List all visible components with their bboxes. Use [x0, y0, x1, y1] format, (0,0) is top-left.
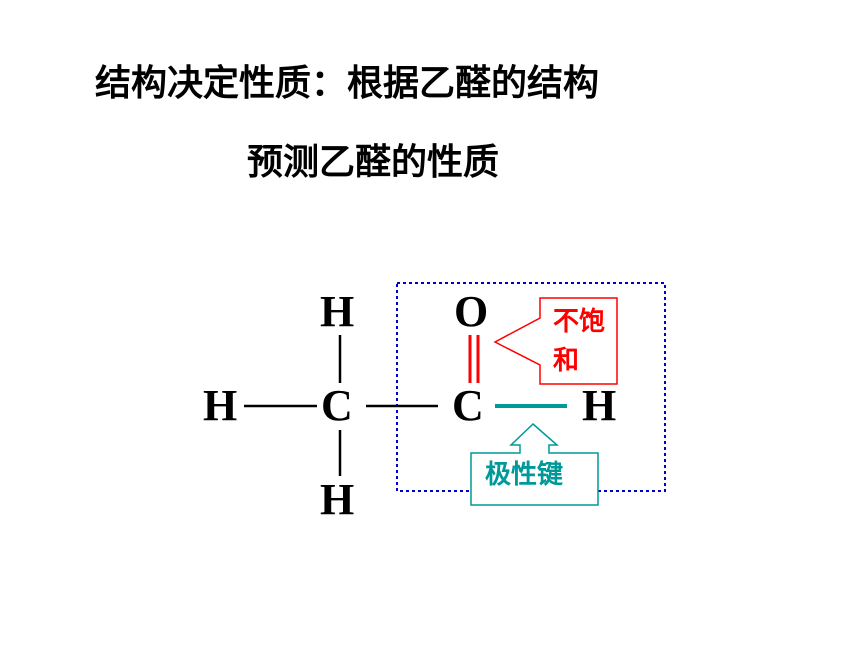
title-line-2: 预测乙醛的性质	[247, 142, 500, 183]
atom-h-bottom: H	[320, 475, 355, 524]
atom-h-right: H	[582, 381, 617, 430]
atom-c-methyl: C	[321, 381, 353, 430]
atom-h-top: H	[320, 287, 355, 336]
title-line-1: 结构决定性质：根据乙醛的结构	[95, 63, 600, 104]
unsaturated-label-line-2: 和	[553, 346, 580, 376]
polar-bond-label: 极性键	[485, 460, 564, 490]
unsaturated-callout-arrow	[493, 297, 618, 385]
atom-h-left: H	[203, 381, 238, 430]
atom-o: O	[454, 287, 489, 336]
aldehyde-group-highlight-box	[396, 282, 666, 492]
polar-bond-callout-arrow	[470, 422, 599, 506]
atom-c-carbonyl: C	[452, 381, 484, 430]
unsaturated-label-line-1: 不饱	[553, 307, 606, 337]
